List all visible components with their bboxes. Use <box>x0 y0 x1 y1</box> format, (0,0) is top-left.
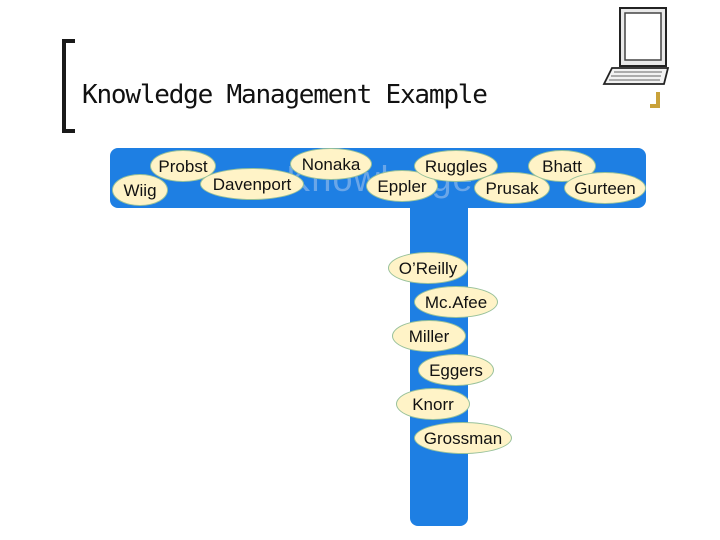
name-davenport: Davenport <box>200 168 304 200</box>
name-wiig: Wiig <box>112 174 168 206</box>
name-knorr: Knorr <box>396 388 470 420</box>
name-eggers: Eggers <box>418 354 494 386</box>
title-bracket <box>62 39 75 133</box>
name-nonaka: Nonaka <box>290 148 372 180</box>
name-ruggles: Ruggles <box>414 150 498 182</box>
page-title: Knowledge Management Example <box>82 80 488 110</box>
name-mcafee: Mc.Afee <box>414 286 498 318</box>
name-oreilly: O’Reilly <box>388 252 468 284</box>
name-miller: Miller <box>392 320 466 352</box>
laptop-icon <box>602 7 670 108</box>
name-gurteen: Gurteen <box>564 172 646 204</box>
name-grossman: Grossman <box>414 422 512 454</box>
